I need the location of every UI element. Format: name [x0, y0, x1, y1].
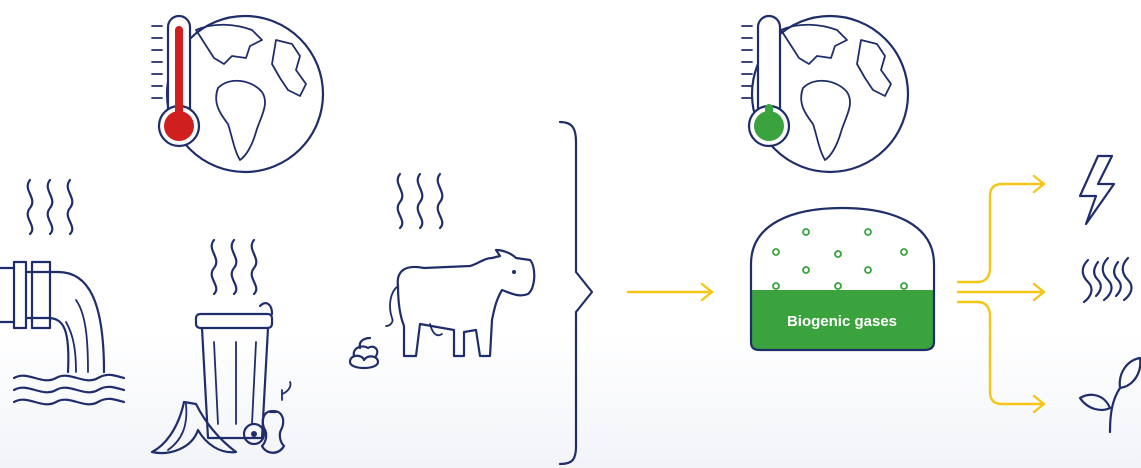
biogas-container: Biogenic gases: [751, 208, 934, 350]
hot-climate-group: [152, 16, 323, 172]
thermometer-ok-icon: [742, 16, 789, 146]
plant-icon: [1080, 358, 1140, 432]
biogas-label: Biogenic gases: [787, 313, 897, 330]
grouping-brace: [560, 122, 592, 464]
flow-arrow-in: [628, 284, 712, 300]
cool-climate-group: [742, 16, 908, 172]
heat-icon: [1083, 258, 1132, 302]
output-arrows: [958, 176, 1044, 412]
gas-bubbles: [773, 229, 907, 289]
electricity-icon: [1080, 156, 1114, 224]
waste-bin-icon: [152, 240, 291, 453]
cow-icon: [350, 174, 534, 368]
wastewater-pipe-icon: [0, 180, 124, 404]
